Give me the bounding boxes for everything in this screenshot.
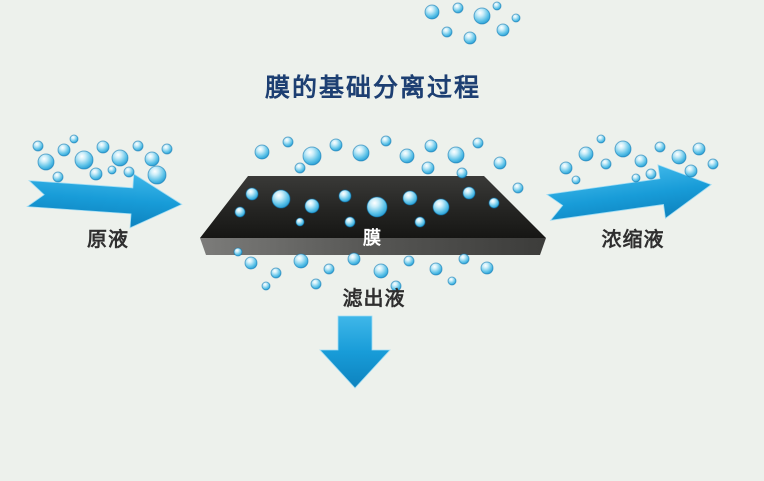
bubble (447, 146, 465, 164)
bubble (244, 256, 258, 270)
bubble (96, 140, 110, 154)
bubble (347, 252, 361, 266)
bubble (111, 149, 129, 167)
bubbles-concentrate (559, 134, 719, 185)
bubble (645, 168, 657, 180)
bubble (596, 134, 606, 144)
bubble (488, 197, 500, 209)
bubble (352, 144, 370, 162)
bubble (600, 158, 612, 170)
concentrate-arrow-icon (545, 164, 713, 221)
bubble (452, 2, 464, 14)
bubble (496, 23, 510, 37)
bubble (304, 198, 320, 214)
bubble (390, 280, 402, 292)
bubble (631, 173, 641, 183)
bubble (492, 1, 502, 11)
bubble (429, 262, 443, 276)
bubble (69, 134, 79, 144)
bubble (684, 164, 698, 178)
bubble (344, 216, 356, 228)
bubble (233, 247, 243, 257)
bubble (89, 167, 103, 181)
bubble (338, 189, 352, 203)
bubble (403, 255, 415, 267)
bubble (458, 253, 470, 265)
bubble (399, 148, 415, 164)
bubble (310, 278, 322, 290)
bubble (323, 263, 335, 275)
bubble (512, 182, 524, 194)
bubble (671, 149, 687, 165)
feed-label: 原液 (87, 227, 129, 251)
bubble (132, 140, 144, 152)
bubble (456, 167, 468, 179)
bubbles-top-corner (424, 1, 521, 45)
feed-arrow-icon (26, 173, 183, 229)
bubble (161, 143, 173, 155)
bubble (302, 146, 322, 166)
bubble (462, 186, 476, 200)
bubble (271, 189, 291, 209)
bubble (634, 154, 648, 168)
bubble (559, 161, 573, 175)
bubble (294, 162, 306, 174)
bubble (234, 206, 246, 218)
bubbles-permeate (233, 247, 494, 292)
bubble (74, 150, 94, 170)
membrane-front-face (200, 238, 546, 255)
bubble (147, 165, 167, 185)
bubble (421, 161, 435, 175)
bubble (123, 166, 135, 178)
bubble (472, 137, 484, 149)
bubble (373, 263, 389, 279)
bubble (692, 142, 706, 156)
bubble (654, 141, 666, 153)
bubbles-membrane-top (234, 135, 524, 228)
bubble (32, 140, 44, 152)
bubble (329, 138, 343, 152)
bubble (245, 187, 259, 201)
bubble (402, 190, 418, 206)
concentrate-label: 浓缩液 (602, 227, 665, 251)
bubble (107, 165, 117, 175)
bubble (493, 156, 507, 170)
bubble (614, 140, 632, 158)
bubble (424, 139, 438, 153)
diagram-title: 膜的基础分离过程 (265, 73, 481, 102)
bubble (480, 261, 494, 275)
bubble (424, 4, 440, 20)
bubble (261, 281, 271, 291)
permeate-label: 滤出液 (343, 286, 406, 310)
bubble (380, 135, 392, 147)
bubble (578, 146, 594, 162)
bubbles-feed (32, 134, 173, 185)
bubble (293, 253, 309, 269)
bubble (432, 198, 450, 216)
bubble (144, 151, 160, 167)
bubble (37, 153, 55, 171)
bubble (366, 196, 388, 218)
bubble (52, 171, 64, 183)
bubble (441, 26, 453, 38)
bubble (463, 31, 477, 45)
bubble (270, 267, 282, 279)
permeate-arrow-icon (319, 315, 391, 389)
bubble (473, 7, 491, 25)
bubble (254, 144, 270, 160)
bubble (707, 158, 719, 170)
bubble (295, 217, 305, 227)
bubble (571, 175, 581, 185)
bubble (511, 13, 521, 23)
membrane-label: 膜 (362, 227, 381, 248)
bubble (282, 136, 294, 148)
bubble (57, 143, 71, 157)
bubble (447, 276, 457, 286)
bubble (414, 216, 426, 228)
